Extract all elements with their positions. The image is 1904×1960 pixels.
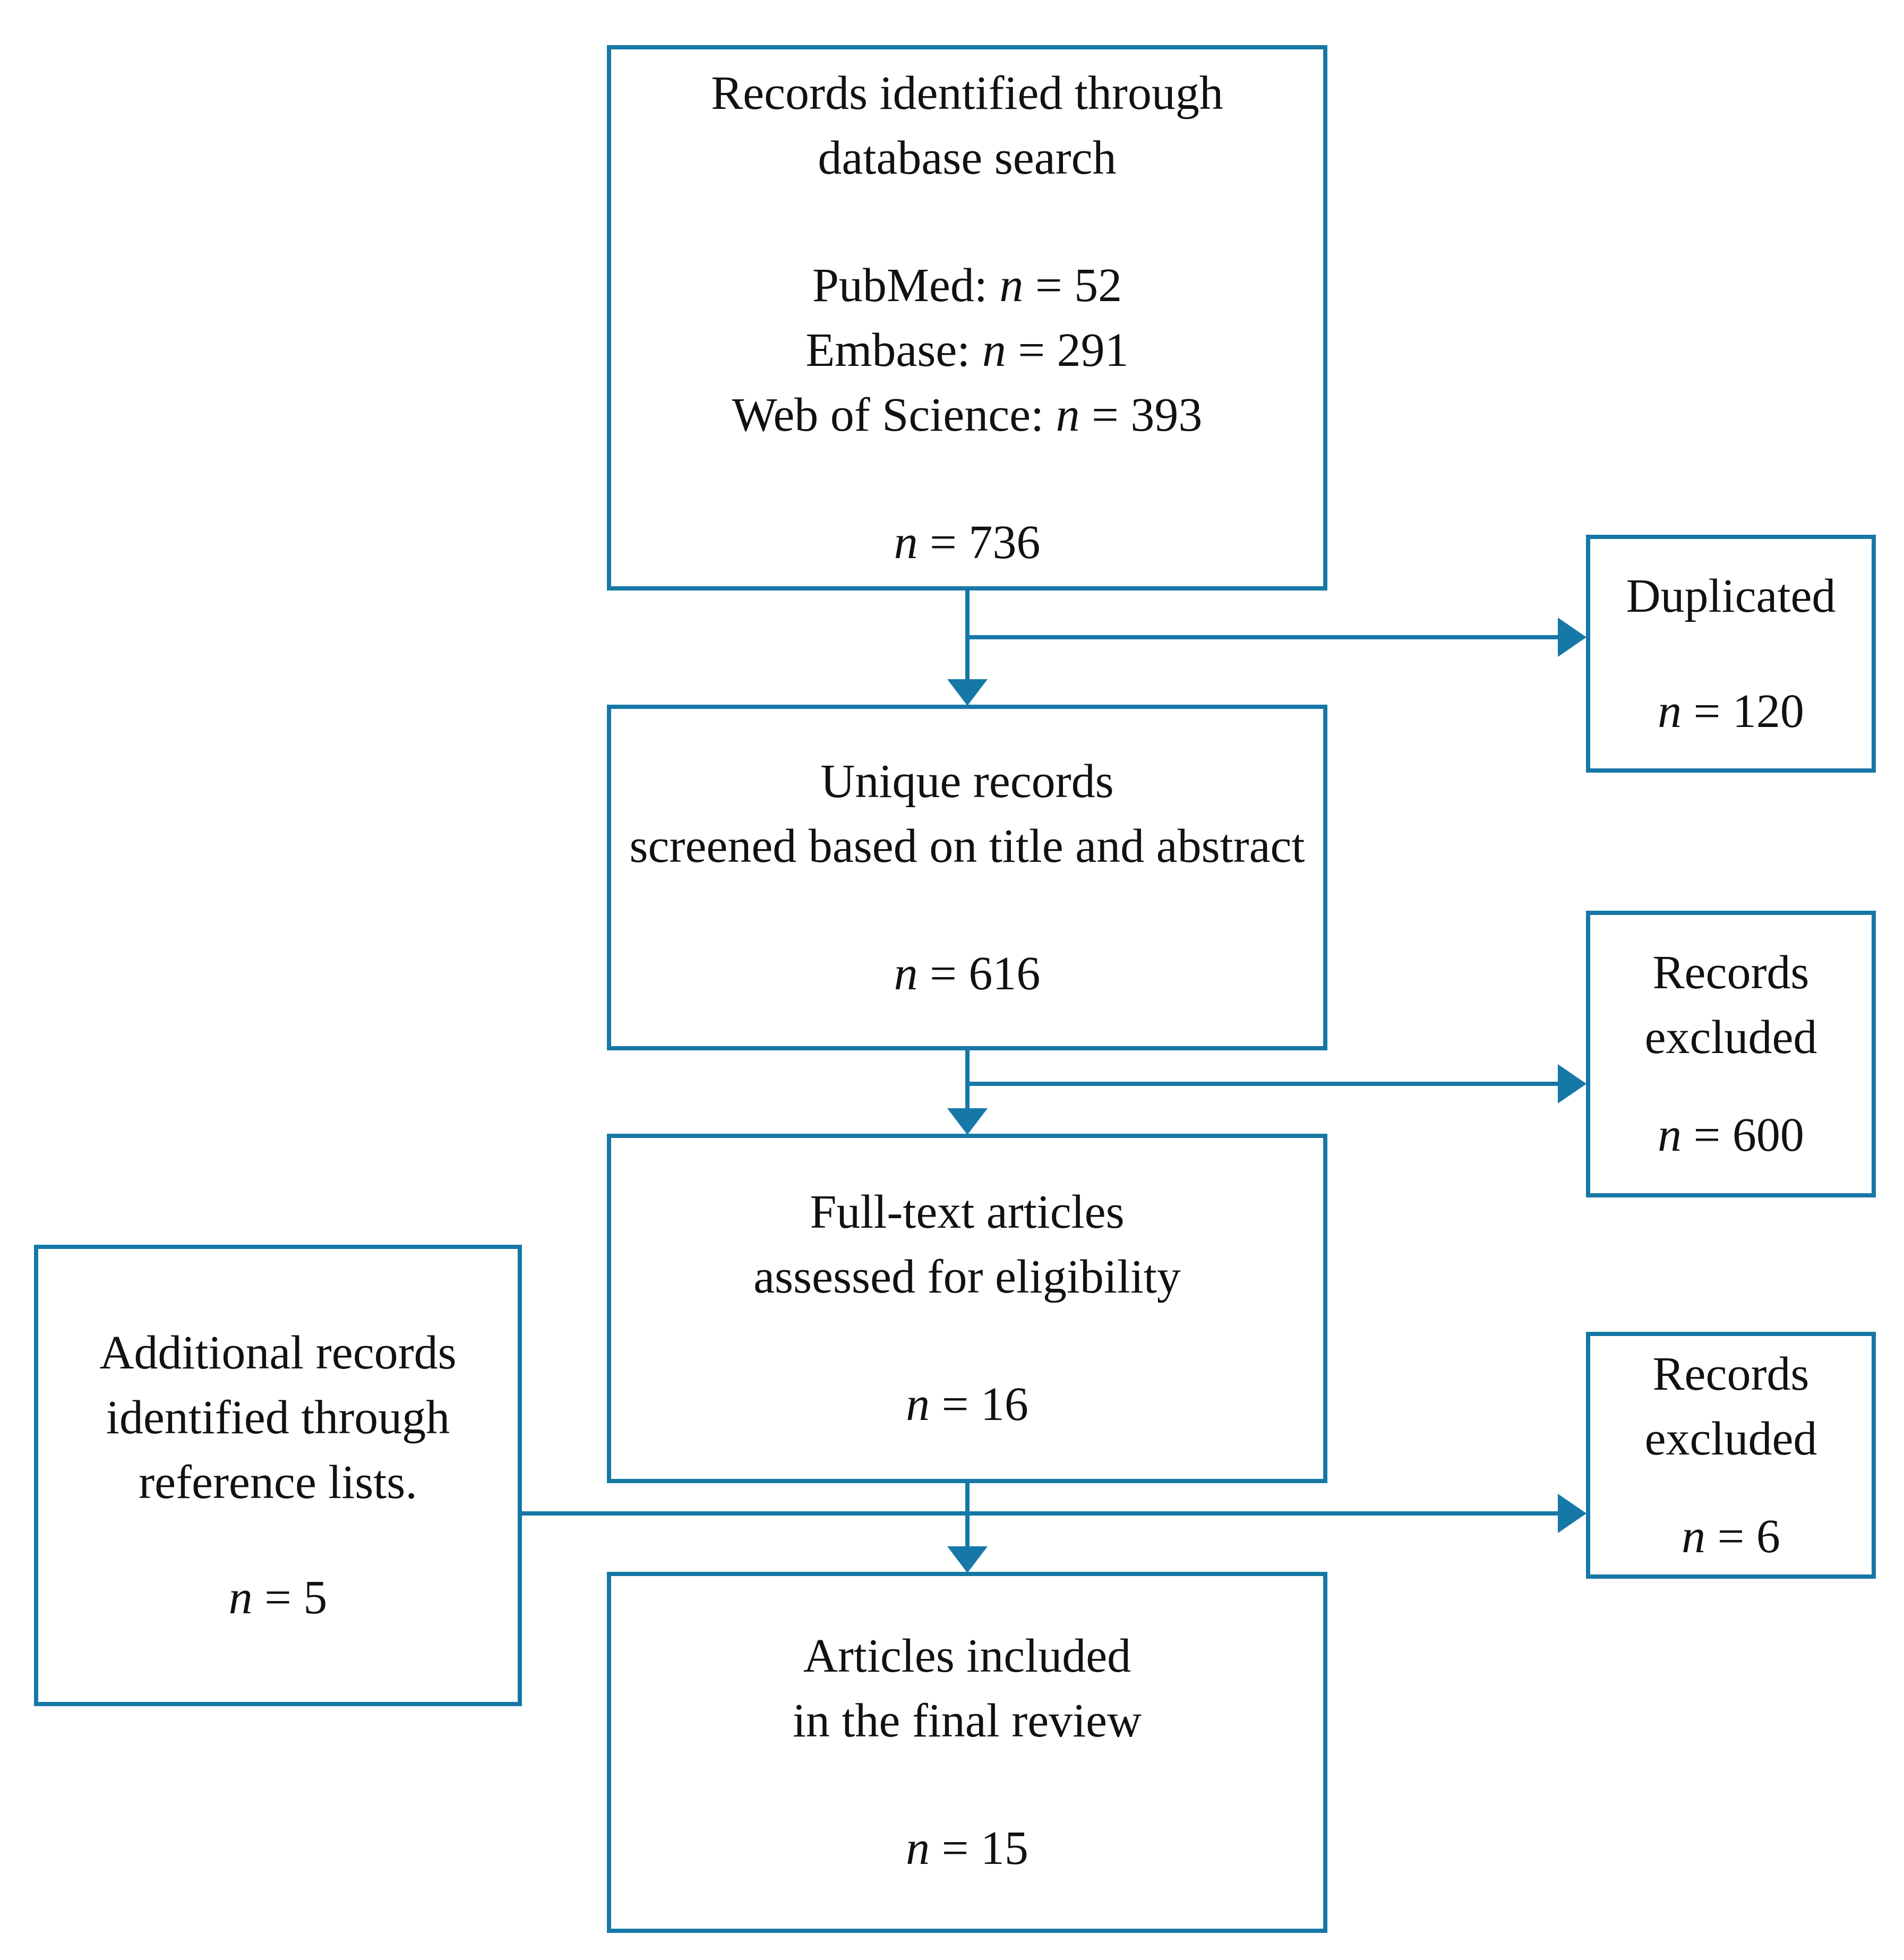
- count-line-total: n = 6: [1682, 1504, 1780, 1569]
- count-line-total: n = 600: [1658, 1103, 1804, 1168]
- box-unique-records-screened: Unique records screened based on title a…: [607, 705, 1327, 1050]
- title-line: database search: [818, 131, 1117, 184]
- arrow-right-icon: [1558, 618, 1586, 657]
- box-records-identified: Records identified through database sear…: [607, 45, 1327, 590]
- connector-additional-to-excluded-eligibility: [522, 1511, 1558, 1516]
- count-value: = 393: [1079, 388, 1203, 441]
- arrow-down-icon: [947, 679, 988, 706]
- box-fulltext-assessed: Full-text articles assessed for eligibil…: [607, 1134, 1327, 1483]
- box-title: Records identified through database sear…: [711, 61, 1223, 191]
- arrow-down-icon: [947, 1546, 988, 1573]
- count-line-embase: Embase: n = 291: [732, 318, 1203, 383]
- count-value: = 6: [1705, 1510, 1780, 1563]
- connector-to-excluded-screening: [965, 1082, 1558, 1086]
- connector-to-duplicated: [965, 635, 1558, 639]
- box-records-excluded-screening: Records excluded n = 600: [1586, 911, 1876, 1197]
- n-symbol: n: [999, 259, 1024, 312]
- title-line: Records: [1652, 946, 1809, 999]
- title-line: Records identified through: [711, 66, 1223, 119]
- title-line: assessed for eligibility: [753, 1251, 1181, 1303]
- box-title: Full-text articles assessed for eligibil…: [753, 1180, 1181, 1309]
- count-value: = 5: [252, 1571, 328, 1624]
- arrow-right-icon: [1558, 1064, 1586, 1103]
- box-title: Articles included in the final review: [793, 1624, 1142, 1753]
- count-line-total: n = 120: [1658, 679, 1804, 744]
- count-value: = 736: [917, 516, 1041, 569]
- title-line: excluded: [1644, 1011, 1817, 1064]
- arrow-down-icon: [947, 1108, 988, 1135]
- n-symbol: n: [1658, 684, 1682, 738]
- n-symbol: n: [1658, 1109, 1682, 1161]
- count-value: = 120: [1682, 684, 1804, 738]
- n-symbol: n: [1056, 388, 1080, 441]
- count-value: = 52: [1023, 259, 1122, 312]
- box-records-excluded-eligibility: Records excluded n = 6: [1586, 1332, 1876, 1579]
- n-symbol: n: [228, 1571, 253, 1624]
- count-value: = 291: [1006, 323, 1129, 376]
- n-symbol: n: [1682, 1510, 1706, 1563]
- n-symbol: n: [894, 516, 918, 569]
- count-line-total: n = 736: [894, 510, 1041, 575]
- count-line-webofscience: Web of Science: n = 393: [732, 383, 1203, 448]
- title-line: Full-text articles: [810, 1186, 1125, 1238]
- title-line: screened based on title and abstract: [629, 819, 1305, 872]
- box-duplicated: Duplicated n = 120: [1586, 535, 1876, 773]
- count-line-total: n = 5: [229, 1565, 328, 1630]
- n-symbol: n: [906, 1378, 930, 1431]
- count-prefix: PubMed:: [812, 259, 1000, 312]
- title-line: Duplicated: [1626, 569, 1836, 622]
- title-line: Additional records: [99, 1326, 457, 1379]
- box-additional-records: Additional records identified through re…: [34, 1245, 522, 1706]
- title-line: reference lists.: [139, 1456, 417, 1509]
- connector-fulltext-to-included: [965, 1483, 970, 1548]
- arrow-right-icon: [1558, 1494, 1586, 1533]
- box-title: Records excluded: [1645, 1342, 1817, 1471]
- box-title: Duplicated: [1626, 564, 1836, 629]
- box-articles-included: Articles included in the final review n …: [607, 1572, 1327, 1933]
- n-symbol: n: [906, 1822, 930, 1875]
- count-value: = 600: [1682, 1109, 1804, 1161]
- box-title: Records excluded: [1645, 940, 1817, 1070]
- title-line: in the final review: [792, 1694, 1142, 1747]
- count-value: = 15: [930, 1822, 1028, 1875]
- title-line: Unique records: [820, 755, 1114, 808]
- stats-list: PubMed: n = 52 Embase: n = 291 Web of Sc…: [732, 253, 1203, 448]
- count-line-pubmed: PubMed: n = 52: [732, 253, 1203, 318]
- title-line: Articles included: [803, 1630, 1131, 1682]
- count-line-total: n = 616: [894, 942, 1041, 1006]
- count-prefix: Embase:: [805, 323, 982, 376]
- connector-screened-to-fulltext: [965, 1050, 970, 1110]
- title-line: Records: [1652, 1347, 1809, 1400]
- count-line-total: n = 16: [906, 1372, 1028, 1437]
- n-symbol: n: [982, 323, 1006, 376]
- title-line: excluded: [1644, 1412, 1817, 1465]
- title-line: identified through: [106, 1391, 450, 1444]
- count-line-total: n = 15: [906, 1816, 1028, 1881]
- box-title: Additional records identified through re…: [99, 1321, 456, 1515]
- box-title: Unique records screened based on title a…: [630, 749, 1305, 879]
- count-prefix: Web of Science:: [732, 388, 1056, 441]
- n-symbol: n: [894, 947, 918, 1000]
- count-value: = 616: [917, 947, 1041, 1000]
- count-value: = 16: [930, 1378, 1028, 1431]
